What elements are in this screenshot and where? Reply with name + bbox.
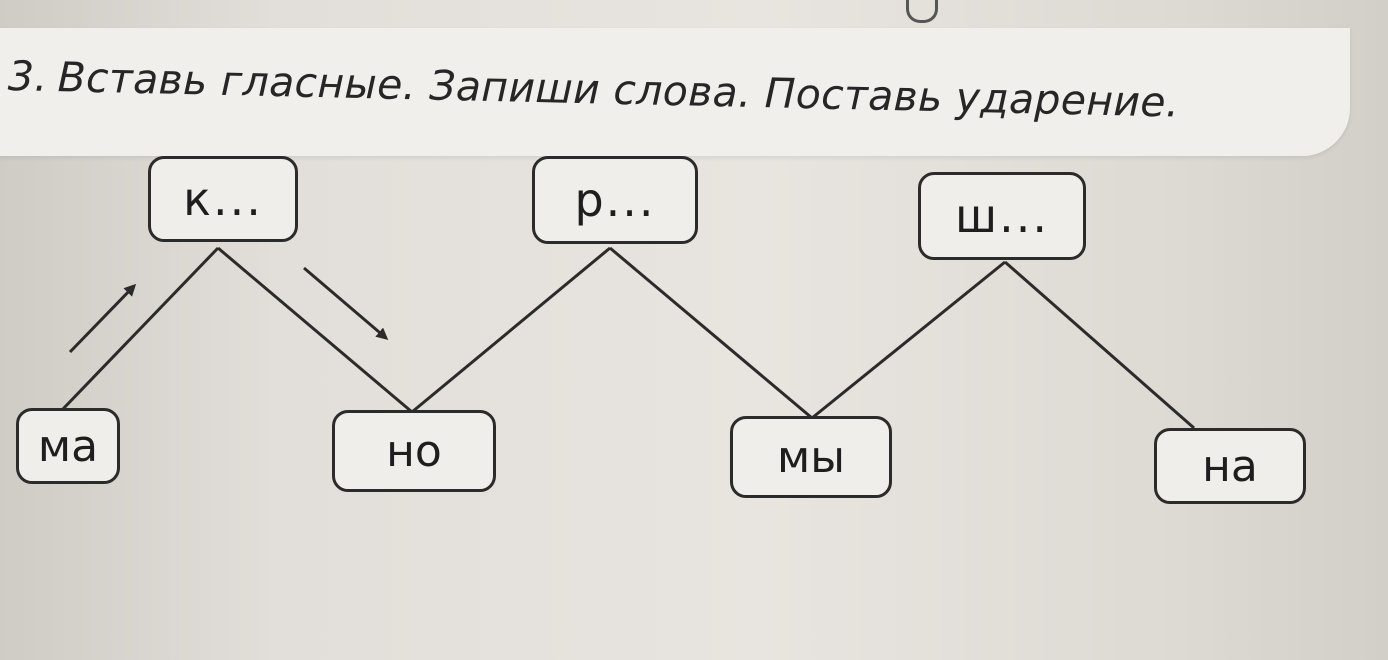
top-box-sh-label: ш... xyxy=(955,189,1049,243)
bottom-box-my: мы xyxy=(730,416,892,498)
arrow-up-right xyxy=(68,283,137,354)
line-ma-k xyxy=(60,246,220,412)
bottom-box-no: но xyxy=(332,410,496,492)
bottom-box-no-label: но xyxy=(386,425,442,477)
top-box-r: р... xyxy=(532,156,698,244)
bottom-box-ma: ма xyxy=(16,408,120,484)
pen-mark xyxy=(906,0,938,23)
line-sh-na xyxy=(1004,260,1195,430)
connector-lines xyxy=(60,246,1195,430)
top-box-k-label: к... xyxy=(183,172,263,226)
line-k-no xyxy=(217,246,413,414)
bottom-box-ma-label: ма xyxy=(37,420,99,472)
line-my-sh xyxy=(811,260,1006,420)
top-box-k: к... xyxy=(148,156,298,242)
top-box-r-label: р... xyxy=(574,173,656,227)
top-box-sh: ш... xyxy=(918,172,1086,260)
bottom-box-my-label: мы xyxy=(777,431,845,483)
arrow-down-right xyxy=(303,266,389,340)
task-header-band xyxy=(0,28,1350,156)
line-r-my xyxy=(609,246,813,420)
line-no-r xyxy=(411,246,611,414)
bottom-box-na: на xyxy=(1154,428,1306,504)
bottom-box-na-label: на xyxy=(1202,440,1258,492)
